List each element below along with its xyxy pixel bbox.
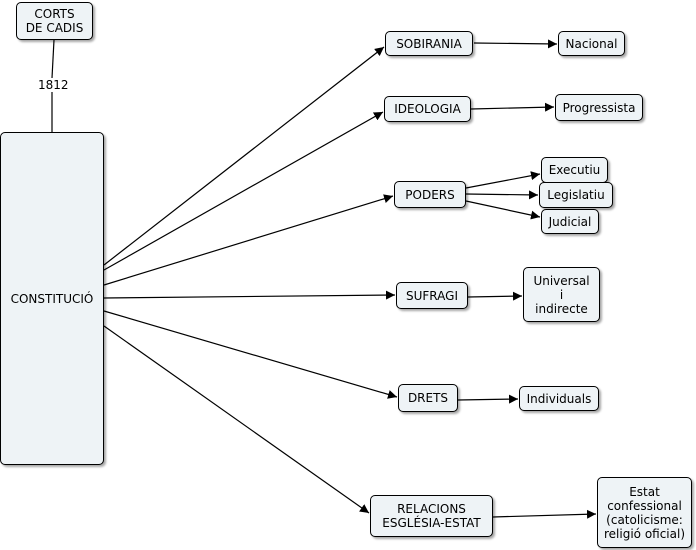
edge-poders-legislatiu bbox=[465, 190, 539, 200]
node-sobirania[interactable]: SOBIRANIA bbox=[385, 31, 473, 56]
edge-sufragi-universal bbox=[467, 291, 523, 301]
node-executiu[interactable]: Executiu bbox=[541, 157, 608, 183]
edge-poders-executiu bbox=[465, 171, 541, 189]
link-label-year: 1812 bbox=[36, 78, 71, 92]
node-estat-confessional[interactable]: Estat confessional (catolicisme: religió… bbox=[597, 477, 692, 548]
node-legislatiu[interactable]: Legislatiu bbox=[539, 182, 613, 208]
edge-constitucio-drets bbox=[103, 310, 398, 399]
edge-ideologia-progressista bbox=[470, 102, 555, 112]
edge-sobirania-nacional bbox=[473, 39, 558, 49]
node-corts-de-cadis[interactable]: CORTS DE CADIS bbox=[16, 2, 93, 40]
edge-drets-individuals bbox=[457, 394, 519, 404]
edge-constitucio-ideologia bbox=[103, 111, 384, 271]
node-drets[interactable]: DRETS bbox=[398, 384, 458, 412]
node-poders[interactable]: PODERS bbox=[394, 181, 466, 208]
node-individuals[interactable]: Individuals bbox=[519, 386, 599, 411]
node-constitucio[interactable]: CONSTITUCIÓ bbox=[0, 132, 104, 465]
node-relacions-esglesia-estat[interactable]: RELACIONS ESGLÉSIA-ESTAT bbox=[370, 495, 493, 537]
edge-poders-judicial bbox=[465, 200, 541, 220]
node-ideologia[interactable]: IDEOLOGIA bbox=[384, 96, 471, 122]
edge-relacions-estat bbox=[492, 509, 597, 519]
node-nacional[interactable]: Nacional bbox=[558, 31, 625, 56]
edge-constitucio-sufragi bbox=[103, 290, 396, 300]
node-sufragi[interactable]: SUFRAGI bbox=[396, 282, 468, 309]
node-progressista[interactable]: Progressista bbox=[555, 94, 643, 121]
edge-constitucio-poders bbox=[103, 194, 394, 286]
edge-constitucio-sobirania bbox=[103, 46, 385, 266]
edge-constitucio-relacions bbox=[103, 325, 370, 514]
node-judicial[interactable]: Judicial bbox=[541, 209, 599, 234]
edge-corts-1812 bbox=[51, 39, 55, 79]
node-universal-i-indirecte[interactable]: Universal i indirecte bbox=[523, 267, 600, 322]
